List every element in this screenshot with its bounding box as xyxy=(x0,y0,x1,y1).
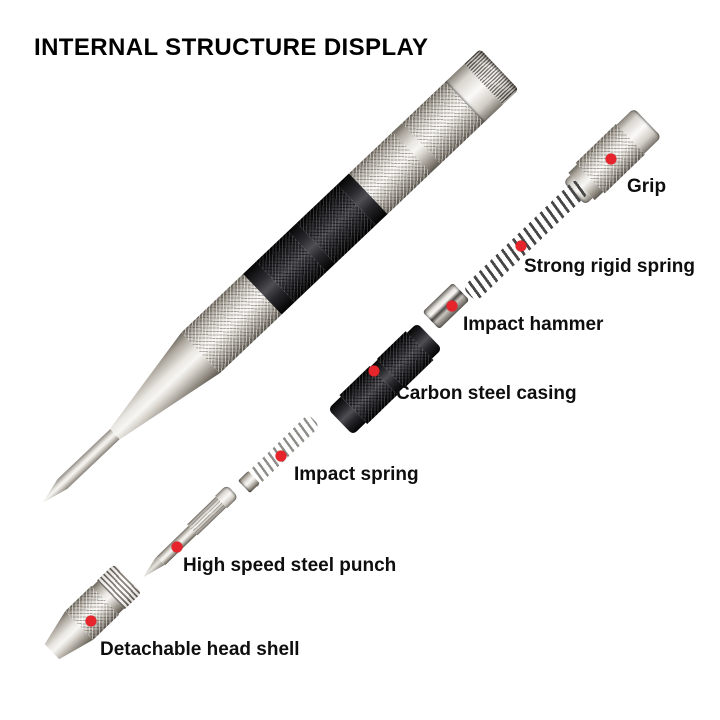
marker-dot-detachable-head-shell xyxy=(85,615,97,627)
part-label-high-speed-steel-punch: High speed steel punch xyxy=(183,555,397,576)
marker-dot-strong-rigid-spring xyxy=(515,240,527,252)
marker-dot-carbon-steel-casing xyxy=(368,365,380,377)
marker-dot-impact-spring xyxy=(275,450,287,462)
part-label-impact-spring: Impact spring xyxy=(294,464,419,485)
page-title: INTERNAL STRUCTURE DISPLAY xyxy=(34,34,429,61)
part-label-detachable-head-shell: Detachable head shell xyxy=(100,639,300,660)
marker-dot-high-speed-steel-punch xyxy=(171,541,183,553)
part-strong-rigid-spring xyxy=(462,177,590,303)
marker-dot-grip xyxy=(605,153,617,165)
part-label-impact-hammer: Impact hammer xyxy=(463,314,604,335)
tool-punch-tip xyxy=(38,429,120,508)
part-label-grip: Grip xyxy=(627,176,667,197)
marker-dot-impact-hammer xyxy=(446,300,458,312)
part-label-strong-rigid-spring: Strong rigid spring xyxy=(524,256,695,277)
part-carbon-steel-casing xyxy=(327,322,444,437)
punch-body xyxy=(187,496,227,536)
part-label-carbon-steel-casing: Carbon steel casing xyxy=(396,383,577,404)
